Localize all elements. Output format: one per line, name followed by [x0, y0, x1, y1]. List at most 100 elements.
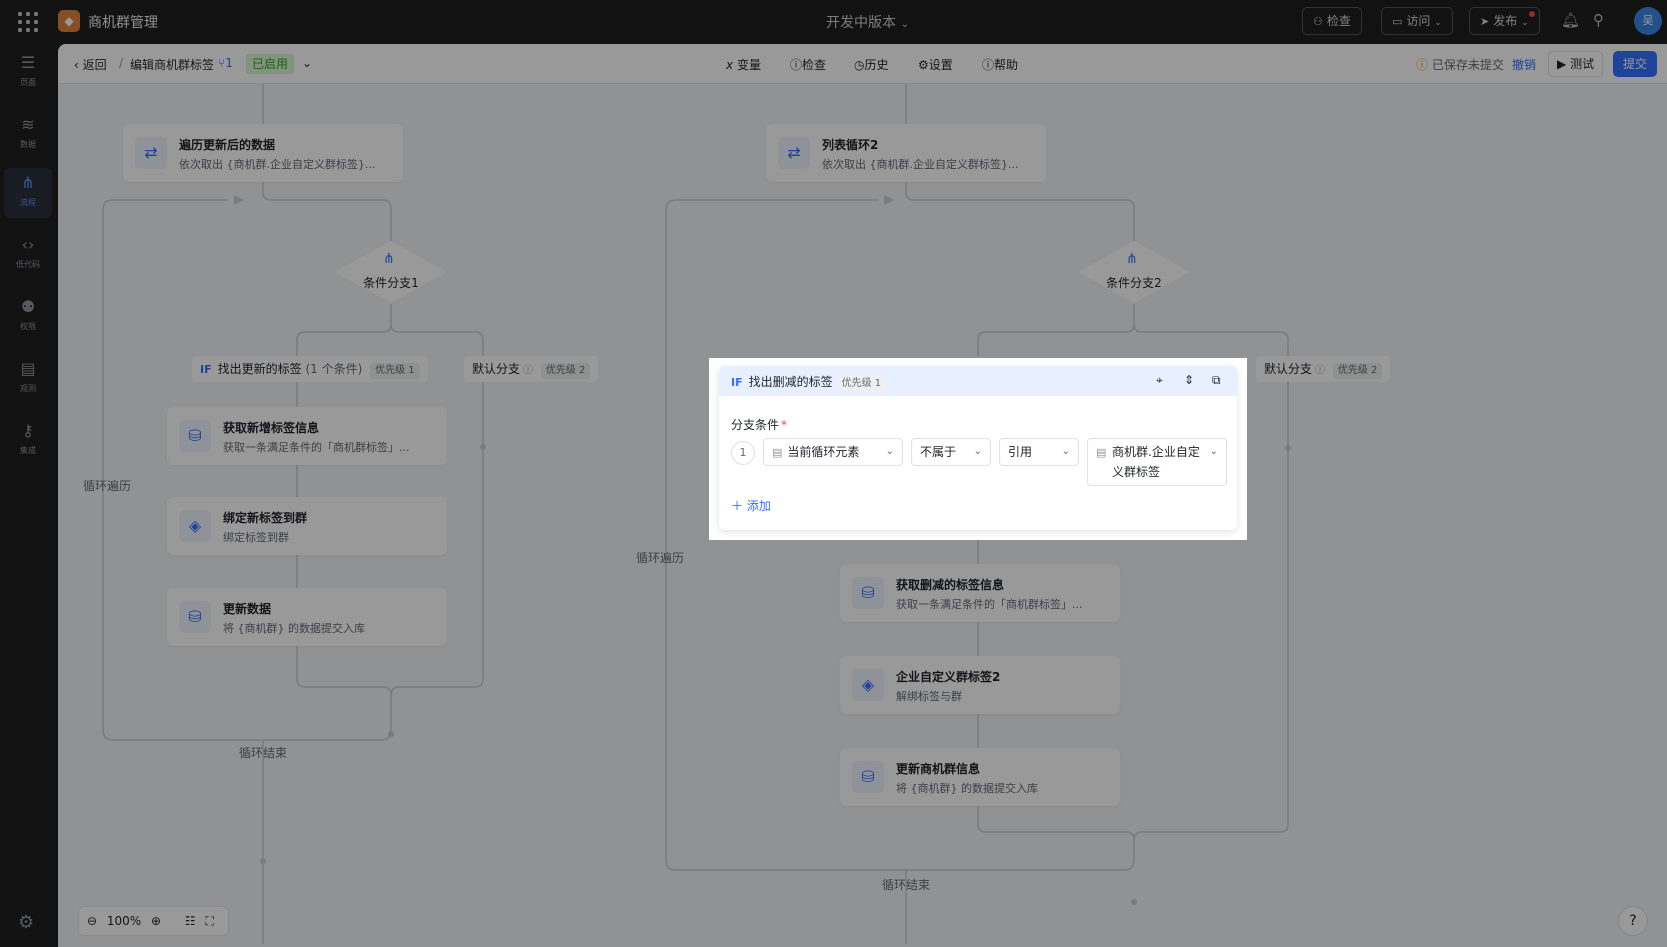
version-switcher[interactable]: 开发中版本 ⌄ — [826, 12, 909, 32]
node-title: 列表循环2 — [822, 138, 879, 152]
value-type-value: 引用 — [1008, 445, 1033, 459]
zoom-in-icon[interactable]: ⊕ — [151, 914, 162, 928]
node-update-group[interactable]: ⛁ 更新商机群信息 将 {商机群} 的数据提交入库 — [840, 748, 1120, 806]
info-icon: ⓘ — [1315, 365, 1326, 376]
apps-grid-icon[interactable] — [18, 12, 38, 32]
node-title: 企业自定义群标签2 — [896, 670, 1001, 684]
gear-icon[interactable]: ⚙ — [18, 912, 35, 933]
branch-title: 默认分支 — [1264, 362, 1313, 376]
variables-button[interactable]: x 变量 — [726, 56, 761, 73]
check-label: 检查 — [1326, 14, 1351, 28]
node-title: 绑定新标签到群 — [223, 511, 308, 525]
variable-icon: x — [726, 58, 734, 72]
auto-layout-icon[interactable]: ☷ — [184, 914, 196, 928]
node-title: 获取新增标签信息 — [223, 421, 320, 435]
condition-branch-1[interactable]: ⋔ 条件分支1 — [335, 241, 447, 303]
sidebar-item-lowcode[interactable]: ‹›低代码 — [4, 230, 52, 280]
operator-value: 不属于 — [920, 445, 957, 459]
add-condition-button[interactable]: ＋ 添加 — [731, 497, 771, 514]
chevron-down-icon: ⌄ — [1434, 18, 1442, 28]
operator-select[interactable]: 不属于⌄ — [911, 438, 991, 466]
field-select[interactable]: ▤当前循环元素⌄ — [763, 438, 903, 466]
sidebar-item-label: 数据 — [20, 140, 36, 149]
chevron-left-icon: ‹ — [74, 58, 79, 72]
breadcrumb-separator: / — [119, 56, 124, 70]
sidebar-item-monitor[interactable]: ▤观测 — [4, 354, 52, 404]
database-search-icon: ⛁ — [179, 420, 211, 452]
status-dropdown[interactable]: ⌄ — [302, 56, 312, 70]
zoom-level: 100% — [106, 914, 142, 928]
branch-title: 默认分支 — [472, 362, 521, 376]
settings-label: 设置 — [928, 58, 953, 72]
sidebar-item-label: 集成 — [20, 446, 36, 455]
zoom-out-icon[interactable]: ⊖ — [87, 914, 98, 928]
collapse-icon[interactable]: ⇕ — [1184, 373, 1195, 387]
settings-button[interactable]: ⚙设置 — [918, 56, 953, 73]
page-icon: ☰ — [20, 53, 36, 72]
if-tag: IF — [200, 363, 212, 376]
flow-name: 编辑商机群标签 — [130, 58, 215, 72]
condition-branch-2[interactable]: ⋔ 条件分支2 — [1078, 241, 1190, 303]
node-get-new-tag[interactable]: ⛁ 获取新增标签信息 获取一条满足条件的「商机群标签」... — [167, 407, 447, 465]
help-button[interactable]: ⓘ帮助 — [982, 56, 1018, 73]
sidebar-item-label: 权限 — [20, 322, 36, 331]
zoom-controls: ⊖ 100% ⊕ ☷ ⛶ — [78, 906, 229, 936]
help-label: 帮助 — [994, 58, 1019, 72]
loop-node-right[interactable]: ⇄ 列表循环2 依次取出 {商机群.企业自定义群标签}... — [766, 124, 1046, 182]
node-desc: 解绑标签与群 — [896, 690, 962, 703]
condition-count: (1 个条件) — [305, 362, 363, 376]
node-desc: 依次取出 {商机群.企业自定义群标签}... — [179, 158, 376, 171]
back-button[interactable]: ‹ 返回 — [74, 56, 107, 73]
inspect-button[interactable]: ⓘ检查 — [790, 56, 826, 73]
locate-icon[interactable]: ⌖ — [1156, 373, 1163, 387]
node-desc: 将 {商机群} 的数据提交入库 — [223, 622, 365, 635]
chevron-down-icon: ⌄ — [1061, 446, 1070, 457]
sidebar-item-integration[interactable]: ⚷集成 — [4, 416, 52, 466]
flow-icon: ⋔ — [21, 173, 35, 192]
value-select[interactable]: ▤商机群.企业自定义群标签⌄ — [1087, 438, 1227, 486]
submit-button[interactable]: 提交 — [1613, 51, 1658, 77]
condition-index: 1 — [731, 441, 755, 465]
loop-label-right: 循环遍历 — [636, 551, 685, 565]
check-button[interactable]: ⚇检查 — [1302, 7, 1362, 35]
gear-icon: ⚙ — [918, 58, 929, 72]
node-get-removed-tag[interactable]: ⛁ 获取删减的标签信息 获取一条满足条件的「商机群标签」... — [840, 564, 1120, 622]
node-bind-tag[interactable]: ◈ 绑定新标签到群 绑定标签到群 — [167, 497, 447, 555]
test-button[interactable]: ▶ 测试 — [1548, 51, 1604, 77]
node-custom-tag-2[interactable]: ◈ 企业自定义群标签2 解绑标签与群 — [840, 656, 1120, 714]
avatar[interactable]: 吴 — [1634, 7, 1662, 35]
sidebar-item-data[interactable]: ≋数据 — [4, 110, 52, 160]
fit-view-icon[interactable]: ⛶ — [205, 914, 214, 928]
chevron-down-icon: ⌄ — [1209, 446, 1218, 457]
value-type-select[interactable]: 引用 ⌄ — [999, 438, 1079, 466]
loop-node-left[interactable]: ⇄ 遍历更新后的数据 依次取出 {商机群.企业自定义群标签}... — [123, 124, 403, 182]
bell-icon[interactable]: 🔔︎ — [1561, 11, 1581, 29]
branch-icon: ⋔ — [383, 251, 395, 267]
flow-canvas[interactable]: ⇄ 遍历更新后的数据 依次取出 {商机群.企业自定义群标签}... ⇄ 列表循环… — [58, 84, 1667, 947]
history-button[interactable]: ◷历史 — [854, 56, 889, 73]
plugin-icon: ◈ — [852, 669, 884, 701]
version-label: 开发中版本 — [826, 15, 896, 31]
help-float-button[interactable]: ? — [1618, 906, 1648, 936]
lightbulb-icon[interactable]: ⚲ — [1593, 11, 1604, 29]
sidebar-item-label: 流程 — [20, 198, 36, 207]
node-update-data[interactable]: ⛁ 更新数据 将 {商机群} 的数据提交入库 — [167, 588, 447, 646]
visit-button[interactable]: ▭访问 ⌄ — [1381, 7, 1453, 35]
branch-count-value: 1 — [225, 56, 233, 70]
priority-badge: 优先级 1 — [836, 376, 887, 392]
notification-dot — [1528, 11, 1535, 17]
loop-end-right: 循环结束 — [882, 878, 931, 892]
branch-icon: ⋔ — [1126, 251, 1138, 267]
sidebar-item-flow[interactable]: ⋔ 流程 — [4, 168, 52, 218]
copy-icon[interactable]: ⧉ — [1212, 373, 1221, 387]
revoke-link[interactable]: 撤销 — [1512, 58, 1537, 72]
sidebar-item-permission[interactable]: ⚉权限 — [4, 292, 52, 342]
sidebar-item-page[interactable]: ☰页面 — [4, 48, 52, 98]
publish-button[interactable]: ➤发布 ⌄ — [1469, 7, 1540, 35]
app-logo-icon: ◆ — [58, 10, 80, 32]
app-title: 商机群管理 — [88, 15, 158, 31]
node-desc: 将 {商机群} 的数据提交入库 — [896, 782, 1038, 795]
